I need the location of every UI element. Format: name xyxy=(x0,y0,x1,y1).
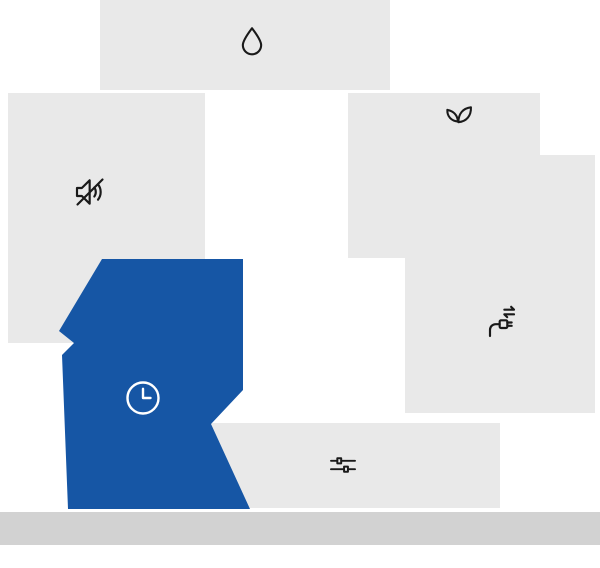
water-drop-icon xyxy=(234,24,270,60)
settings-sliders-icon xyxy=(325,447,361,483)
tile-water[interactable] xyxy=(100,0,390,90)
tile-power[interactable] xyxy=(405,155,595,413)
power-source-icon xyxy=(480,302,520,342)
clock-icon xyxy=(126,381,160,415)
tile-settings[interactable] xyxy=(210,423,500,508)
eco-leaf-icon xyxy=(438,94,476,132)
accent-shape[interactable] xyxy=(55,255,255,512)
bottom-bar xyxy=(0,512,600,545)
volume-mute-icon xyxy=(70,172,110,212)
accent-polygon xyxy=(59,259,250,509)
